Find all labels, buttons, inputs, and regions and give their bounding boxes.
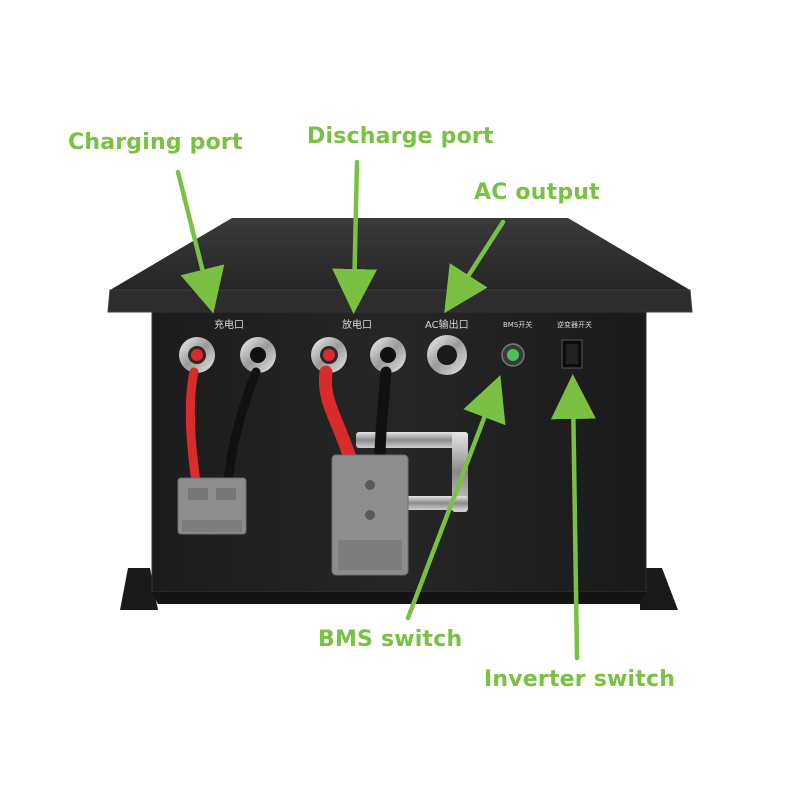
gland-charge-neg [240,337,276,373]
arrow-discharge-port [332,159,378,314]
lid-rim [107,289,693,313]
inverter-rocker-switch [561,339,583,369]
foot-right [640,568,678,610]
callout-discharge-port: Discharge port [307,124,494,149]
callout-bms-switch: BMS switch [318,627,463,652]
arrow-ac-output [444,219,506,314]
gland-discharge-neg [370,337,406,373]
cable-discharge-red [318,365,357,465]
lid-top [110,218,690,290]
panel-label-discharge: 放电口 [342,320,372,331]
cable-charge-red [185,367,201,487]
callout-ac-output: AC output [474,180,600,205]
callout-charging-port: Charging port [68,130,243,155]
foot-left [120,568,158,610]
bms-switch-button [501,343,525,367]
arrow-inverter-switch [550,374,596,661]
panel-label-inverter: 逆变器开关 [557,321,592,329]
discharge-connector [331,454,409,576]
callout-inverter-switch: Inverter switch [484,667,676,692]
panel-label-bms: BMS开关 [503,321,533,329]
arrow-bms-switch [405,375,506,621]
arrow-charging-port [175,169,225,314]
cable-charge-black [223,367,261,487]
gland-charge-pos [179,337,215,373]
panel-label-ac: AC输出口 [425,320,469,331]
ac-output-socket [427,335,467,375]
charge-connector [177,477,247,535]
panel-label-charging: 充电口 [214,320,244,331]
cable-discharge-black [374,366,392,464]
gland-discharge-pos [311,337,347,373]
